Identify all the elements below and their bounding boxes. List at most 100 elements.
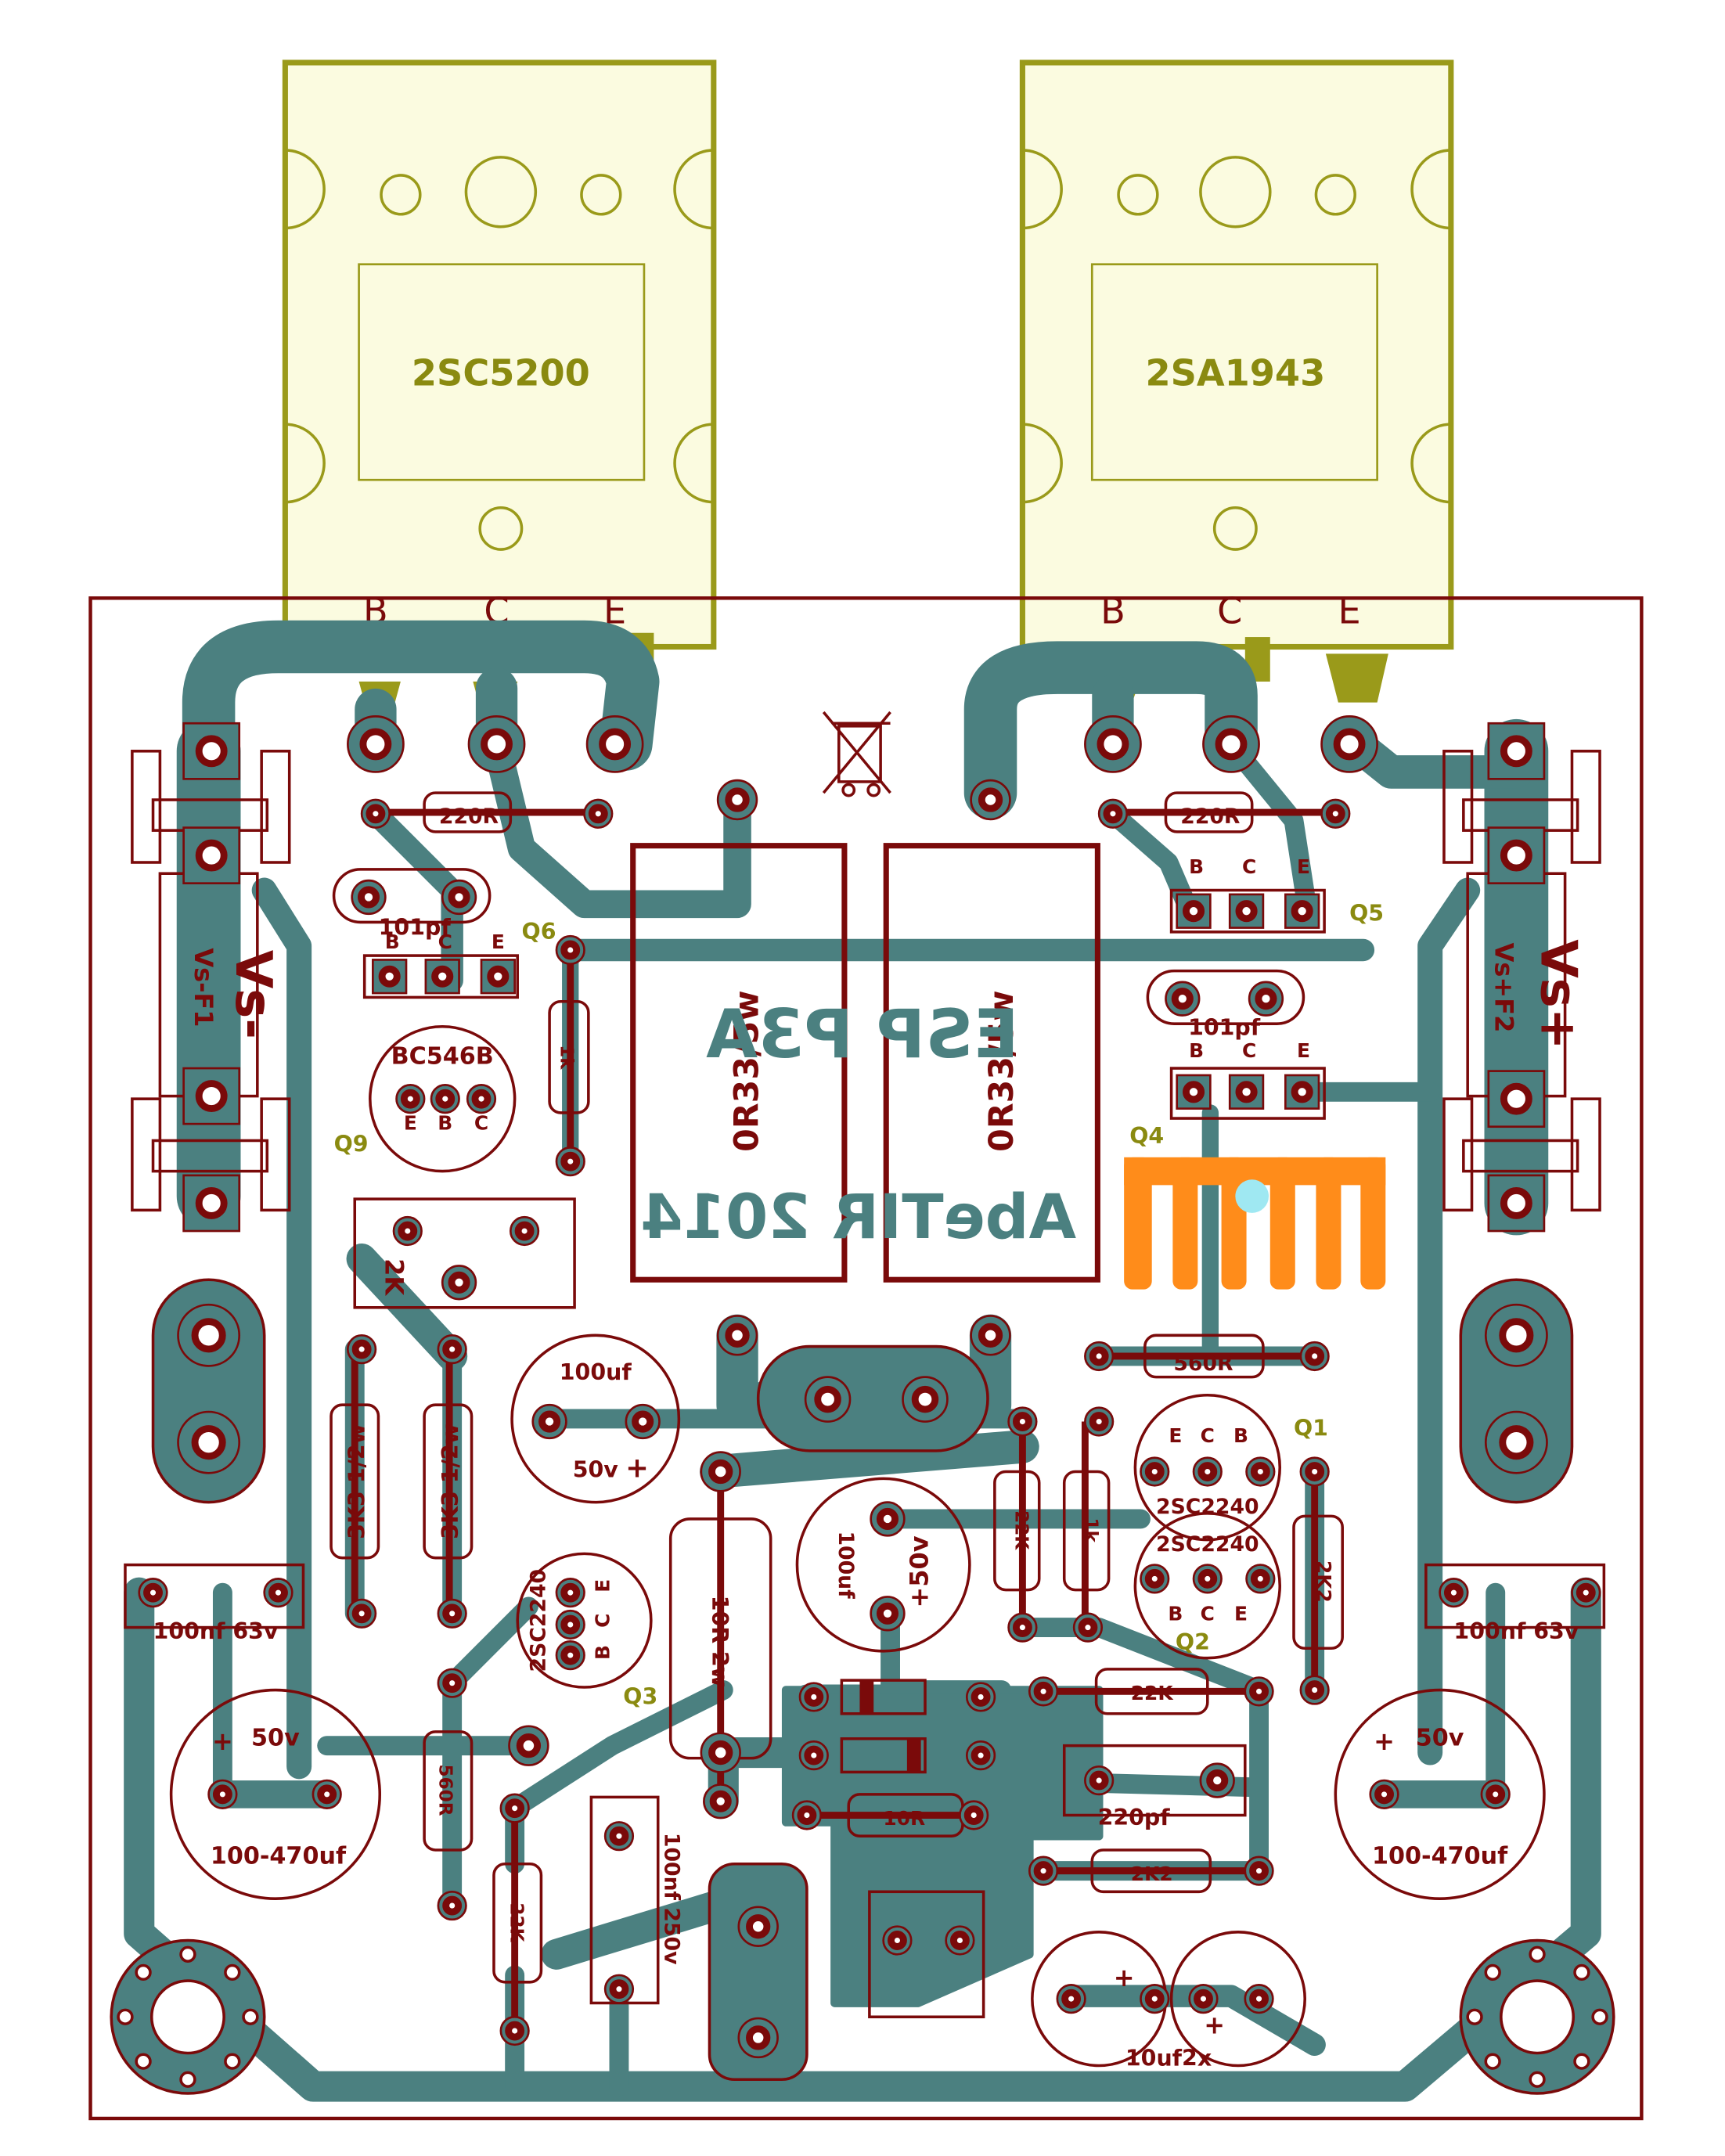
svg-text:560R: 560R [435, 1765, 456, 1816]
pad-hole [351, 1604, 372, 1624]
svg-text:22K: 22K [1131, 1682, 1175, 1704]
pad-hole [1033, 1681, 1053, 1701]
svg-text:+50v: +50v [905, 1535, 935, 1607]
pad-hole [708, 1740, 733, 1765]
pad-hole [1250, 1568, 1270, 1589]
pad-hole [1250, 1462, 1270, 1481]
pad-hole [1235, 1081, 1258, 1103]
svg-text:50v: 50v [1416, 1725, 1464, 1752]
svg-text:E: E [1338, 589, 1360, 632]
pad-hole [1012, 1618, 1032, 1638]
pad-hole [514, 1221, 535, 1241]
svg-text:Q6: Q6 [522, 919, 556, 945]
component-labels: 220R 220R 101pf 101pf Q6 Q5 Q4 Q9 Q1 Q2 … [153, 804, 1579, 2071]
svg-text:B: B [438, 1111, 452, 1134]
svg-text:1k: 1k [1080, 1517, 1100, 1542]
svg-text:E: E [404, 1111, 417, 1134]
pad-hole [505, 1798, 525, 1819]
svg-text:C: C [1201, 1603, 1215, 1625]
svg-text:100nf 250v: 100nf 250v [660, 1833, 684, 1965]
pad-hole [442, 1895, 463, 1916]
fuse-left-label: Vs-F1 [189, 948, 218, 1027]
pad-hole [143, 1582, 163, 1603]
svg-text:E: E [492, 930, 505, 953]
pad-hole [398, 1221, 418, 1241]
svg-text:101pf: 101pf [379, 914, 452, 940]
pad-hole [978, 1323, 1003, 1348]
pad-hole [588, 804, 608, 824]
pad-hole [1033, 1861, 1053, 1881]
pad-hole [1144, 1989, 1165, 2009]
pad-hole [1255, 988, 1277, 1010]
svg-text:100uf: 100uf [834, 1531, 858, 1599]
svg-text:2K2: 2K2 [1131, 1863, 1173, 1885]
svg-text:Q5: Q5 [1349, 901, 1384, 927]
power-resistor-left [630, 843, 848, 1283]
pad-hole [448, 886, 470, 909]
svg-text:3K3 1/2w: 3K3 1/2w [344, 1424, 370, 1539]
pad-hole [487, 965, 510, 988]
svg-text:2K: 2K [379, 1258, 409, 1296]
svg-text:2SC2240: 2SC2240 [1156, 1532, 1259, 1557]
pad-hole [471, 1089, 492, 1109]
pad-hole [560, 1614, 581, 1635]
pad-hole [400, 1089, 420, 1109]
pad-hole [359, 728, 392, 761]
svg-text:E: E [1297, 855, 1310, 878]
svg-text:E: E [1234, 1603, 1248, 1625]
pad-hole [632, 1410, 654, 1433]
mounting-hole-vias [117, 1945, 1608, 2088]
pad-hole [195, 839, 228, 872]
pad-hole [538, 1410, 561, 1433]
pad-hole [191, 1318, 226, 1353]
r-power-right-label: 0R33/5w [982, 990, 1021, 1151]
svg-text:E: E [592, 1579, 614, 1593]
pad-hole [1197, 1568, 1218, 1589]
pad-hole [1499, 1318, 1534, 1353]
pad-hole [1500, 839, 1532, 872]
pad-hole [1333, 728, 1366, 761]
fuse-holder-right [1442, 750, 1601, 1212]
pad-hole [442, 1673, 463, 1693]
pad-hole [609, 1979, 629, 1999]
pad-hole [1215, 728, 1248, 761]
pad-hole [1089, 1346, 1109, 1366]
pad-hole [1103, 804, 1123, 824]
pad-hole [978, 787, 1003, 812]
pad-hole [814, 1385, 841, 1413]
rail-left-label: Vs- [224, 950, 282, 1039]
svg-text:2SC2240: 2SC2240 [527, 1569, 551, 1672]
pad-hole [1206, 1769, 1229, 1792]
pad-hole [971, 1687, 991, 1707]
svg-text:C: C [1201, 1424, 1215, 1447]
pad-hole [351, 1339, 372, 1359]
pad-hole [516, 1733, 542, 1758]
pad-hole [1089, 1412, 1109, 1431]
pad-hole [949, 1931, 970, 1950]
r-power-left-label: 0R33/5w [728, 990, 767, 1151]
pad-hole [746, 2025, 771, 2050]
mounting-hole-right [1459, 1938, 1615, 2095]
svg-text:C: C [1242, 1039, 1256, 1062]
pad-hole [442, 1604, 463, 1624]
pad [480, 959, 516, 995]
pad-hole [746, 1914, 771, 1939]
pad-hole [1576, 1582, 1596, 1603]
pad-hole [887, 1931, 907, 1950]
svg-text:22K: 22K [506, 1902, 526, 1942]
pad-hole [1097, 728, 1129, 761]
pad-hole [599, 728, 632, 761]
svg-text:C: C [1217, 589, 1242, 632]
svg-text:2SC2240: 2SC2240 [1156, 1495, 1259, 1519]
svg-text:B: B [1233, 1424, 1248, 1447]
pad-hole [1197, 1462, 1218, 1481]
svg-text:50v: 50v [573, 1457, 619, 1483]
pad-hole [357, 886, 380, 909]
pad-hole [1305, 1346, 1325, 1366]
pad-hole [195, 735, 228, 768]
svg-text:+: + [1114, 1963, 1135, 1992]
svg-text:Q9: Q9 [334, 1132, 369, 1157]
pad-hole [804, 1687, 824, 1707]
svg-text:100uf: 100uf [560, 1359, 632, 1385]
